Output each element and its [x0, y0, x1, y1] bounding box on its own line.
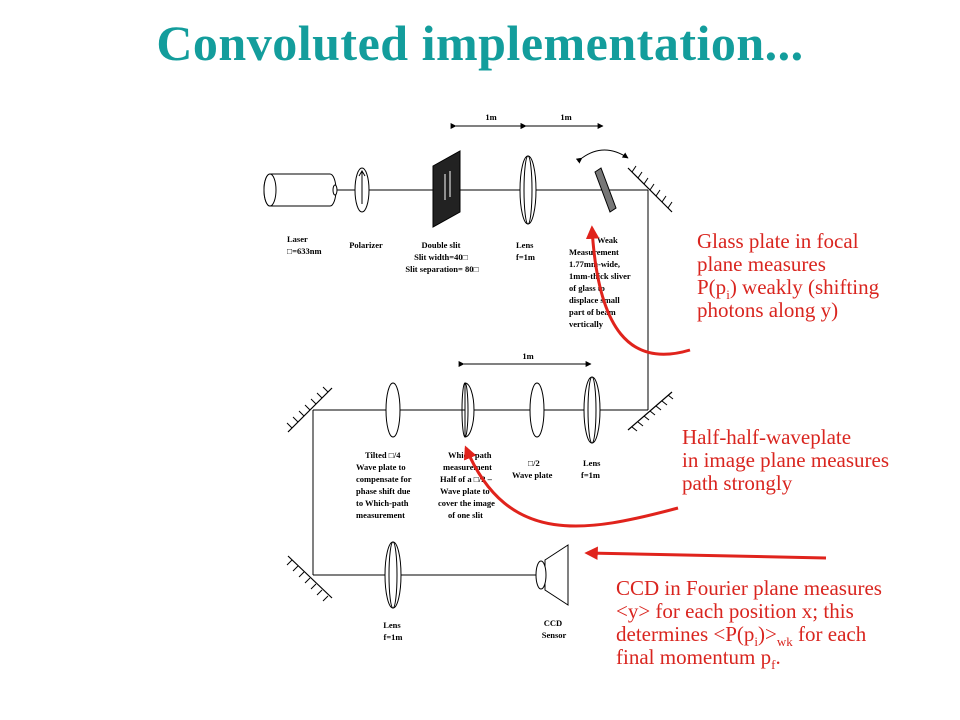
note-line: in image plane measures	[682, 448, 890, 472]
arrow-to-ccd	[584, 546, 827, 560]
double-slit	[432, 150, 461, 228]
half-wave-plate	[529, 382, 545, 438]
which-path-half-wave-plate	[461, 382, 475, 438]
lens-top-label: Lens f=1m	[516, 240, 536, 262]
double-slit-label: Double slit Slit width=40□ Slit separati…	[405, 240, 478, 274]
page-title: Convoluted implementation...	[156, 15, 804, 71]
arrow-to-glass-plate	[585, 225, 691, 356]
note-line: <y> for each position x; this	[616, 599, 854, 623]
ccd-label: CCD Sensor	[542, 618, 567, 640]
lens-top	[519, 155, 537, 225]
tilted-plate-label: Tilted □/4 Wave plate to compensate for …	[356, 450, 413, 520]
dim-label-top-2: 1m	[560, 112, 571, 122]
note-ccd: CCD in Fourier plane measures <y> for ea…	[616, 576, 882, 673]
polarizer-label: Polarizer	[349, 240, 383, 250]
note-line: final momentum pf.	[616, 645, 781, 673]
tilted-quarter-wave-plate	[385, 382, 401, 438]
note-line: Glass plate in focal	[697, 229, 859, 253]
annotation-arrows	[463, 225, 827, 560]
lens-mid	[583, 376, 601, 444]
note-line: determines <P(pi)>wk for each	[616, 622, 867, 650]
mirror-mid-right	[627, 391, 674, 432]
note-line: path strongly	[682, 471, 793, 495]
note-glass-plate: Glass plate in focal plane measures P(pi…	[697, 230, 879, 322]
mirror-mid-left	[286, 386, 333, 433]
dim-label-top-1: 1m	[485, 112, 496, 122]
note-line: CCD in Fourier plane measures	[616, 576, 882, 600]
weak-measurement-label: Weak Measurement 1.77mm-wide, 1mm-thick …	[569, 235, 633, 329]
lens-bottom	[384, 541, 402, 609]
arrow-to-which-path-plate	[463, 445, 679, 528]
note-line: photons along y)	[697, 298, 839, 322]
note-line: plane measures	[697, 252, 826, 276]
note-half-waveplate: Half-half-waveplate in image plane measu…	[682, 426, 889, 495]
laser-label: Laser □=633nm	[287, 234, 322, 256]
laser	[263, 173, 338, 207]
lens-bottom-label: Lens f=1m	[383, 620, 403, 642]
note-line: P(pi) weakly (shifting	[697, 275, 880, 303]
lens-mid-label: Lens f=1m	[581, 458, 603, 480]
mirror-bottom-left	[286, 555, 333, 602]
dim-label-mid: 1m	[522, 351, 533, 361]
mirror-top-right	[627, 165, 673, 213]
ccd-sensor	[535, 544, 569, 606]
glass-plate	[575, 149, 629, 213]
half-wave-plate-label: □/2 Wave plate	[512, 458, 553, 480]
note-line: Half-half-waveplate	[682, 425, 852, 449]
polarizer	[354, 167, 370, 213]
